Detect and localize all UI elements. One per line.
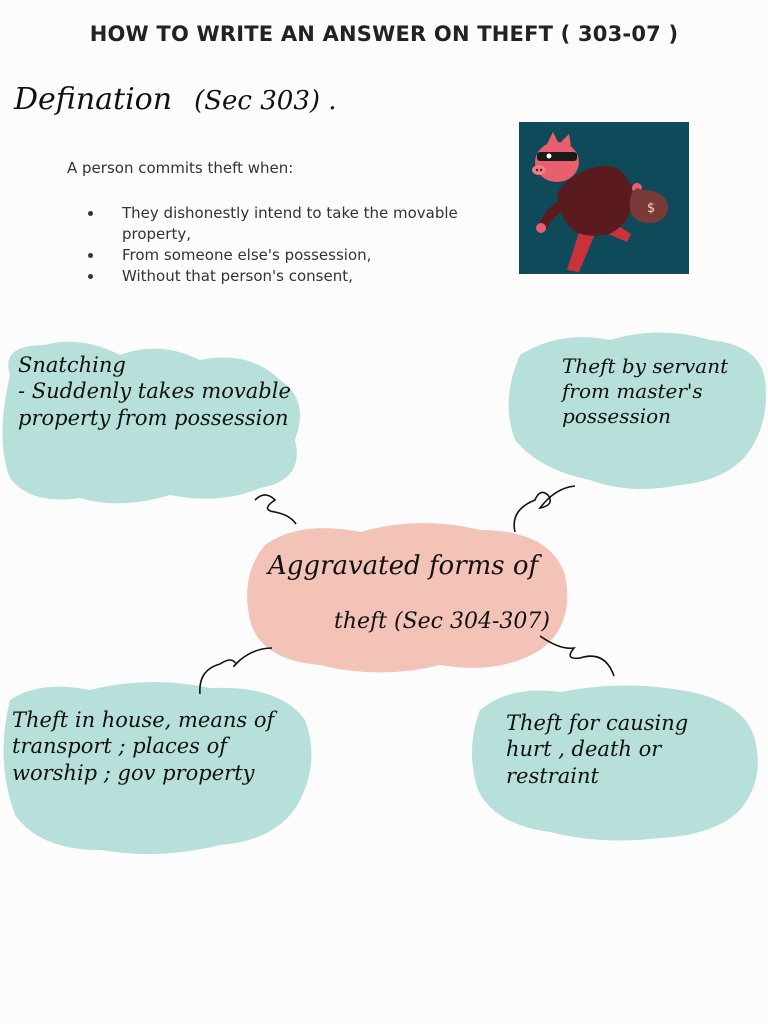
thief-pig-icon: $ [519,122,689,274]
list-item: Without that person's consent, [104,266,484,287]
connector-bottom-left [199,647,273,695]
hurt-note: Theft for causing hurt , death or restra… [506,711,689,788]
servant-bubble-shape [508,332,766,489]
servant-note: Theft by servant from master's possessio… [562,354,729,428]
snatching-bubble-shape [2,341,300,504]
center-bubble-shape [247,522,568,673]
house-note: Theft in house, means of transport ; pla… [12,708,275,785]
house-bubble-shape [3,681,312,854]
list-item: They dishonestly intend to take the mova… [104,203,484,245]
list-item: From someone else's possession, [104,245,484,266]
connector-top-left [254,494,297,525]
connector-bottom-right [539,635,615,677]
section-reference: (Sec 303) . [194,86,337,116]
definition-heading: Defination (Sec 303) . [14,82,337,117]
thief-pig-illustration: $ [519,122,689,274]
snatching-note: Snatching - Suddenly takes movable prope… [18,353,291,430]
definition-intro: A person commits theft when: [67,159,294,177]
svg-text:$: $ [647,201,655,216]
center-heading: Aggravated forms of [268,551,539,581]
hurt-bubble-shape [471,685,758,841]
definition-bullet-list: They dishonestly intend to take the mova… [86,203,484,287]
definition-label: Defination [14,82,173,117]
connector-top-right [513,485,576,533]
page-title: HOW TO WRITE AN ANSWER ON THEFT ( 303-07… [89,22,679,46]
center-subheading: theft (Sec 304-307) [334,609,550,634]
